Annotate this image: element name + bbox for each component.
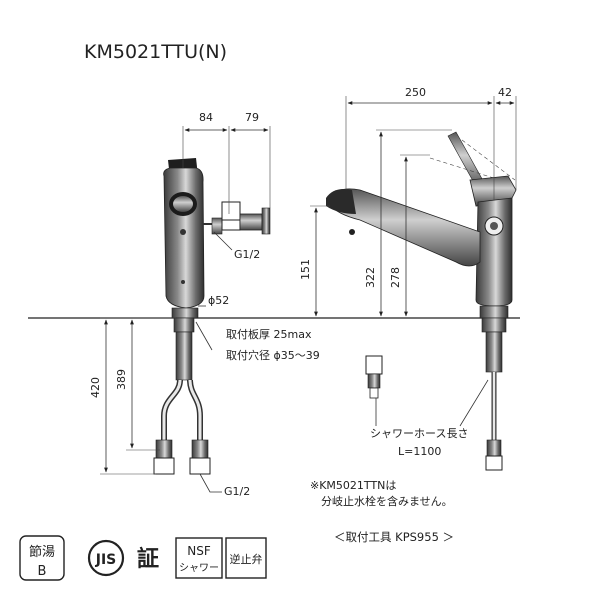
check-valve-badge: 逆止弁 <box>225 537 267 579</box>
setsuyu-badge-bottom: B <box>38 564 47 579</box>
hose-label: シャワーホース長さ <box>370 427 468 440</box>
hose-length-label: L=1100 <box>398 445 441 458</box>
hose-leader <box>375 379 489 427</box>
jis-badge-text: JIS <box>95 552 117 568</box>
mount-leader <box>195 321 213 351</box>
dimension-151-322-278 <box>310 129 452 317</box>
phi52-label: ϕ52 <box>208 294 229 307</box>
dimension-250-label: 250 <box>405 86 426 99</box>
check-valve-text: 逆止弁 <box>230 552 263 566</box>
dimension-420-label: 420 <box>89 377 102 398</box>
front-view-faucet <box>326 131 517 319</box>
front-view-supply-pipes <box>481 317 507 471</box>
dimension-420-389 <box>100 317 176 475</box>
mount-hole-label: 取付穴径 ϕ35～39 <box>226 348 320 362</box>
mount-thickness-label: 取付板厚 25max <box>226 327 312 341</box>
thread-bottom-leader <box>199 473 222 493</box>
shower-hose-connector <box>365 355 383 399</box>
dimension-84-label: 84 <box>199 111 213 124</box>
side-view-supply-pipes <box>153 317 211 475</box>
sho-badge-text: 証 <box>137 546 159 572</box>
dimension-42-label: 42 <box>498 86 512 99</box>
dimension-79-label: 79 <box>245 111 259 124</box>
thread-top-leader <box>213 231 233 251</box>
drawing-title: KM5021TTU(N) <box>84 41 227 63</box>
setsuyu-b-badge: 節湯 B <box>19 535 65 581</box>
nsf-badge-top: NSF <box>187 544 211 558</box>
dimension-278-label: 278 <box>389 267 402 288</box>
thread-bottom-label: G1/2 <box>224 485 250 498</box>
side-view-faucet <box>163 158 271 319</box>
dimension-322-label: 322 <box>364 267 377 288</box>
dimension-250-42 <box>345 96 517 200</box>
certification-badge: 証 <box>137 546 159 572</box>
note-line-2: 分岐止水栓を含みません。 <box>321 494 453 508</box>
note-line-1: ※KM5021TTNは <box>310 479 396 492</box>
nsf-shower-badge: NSF シャワー <box>175 537 223 579</box>
nsf-badge-bottom: シャワー <box>179 563 219 574</box>
setsuyu-badge-top: 節湯 <box>29 545 55 560</box>
jis-mark-badge: JIS <box>87 539 125 577</box>
dimension-151-label: 151 <box>299 259 312 280</box>
thread-top-label: G1/2 <box>234 248 260 261</box>
dimension-84-79 <box>182 126 271 214</box>
dimension-389-label: 389 <box>115 369 128 390</box>
tool-note: ＜取付工具 KPS955 ＞ <box>334 530 454 544</box>
